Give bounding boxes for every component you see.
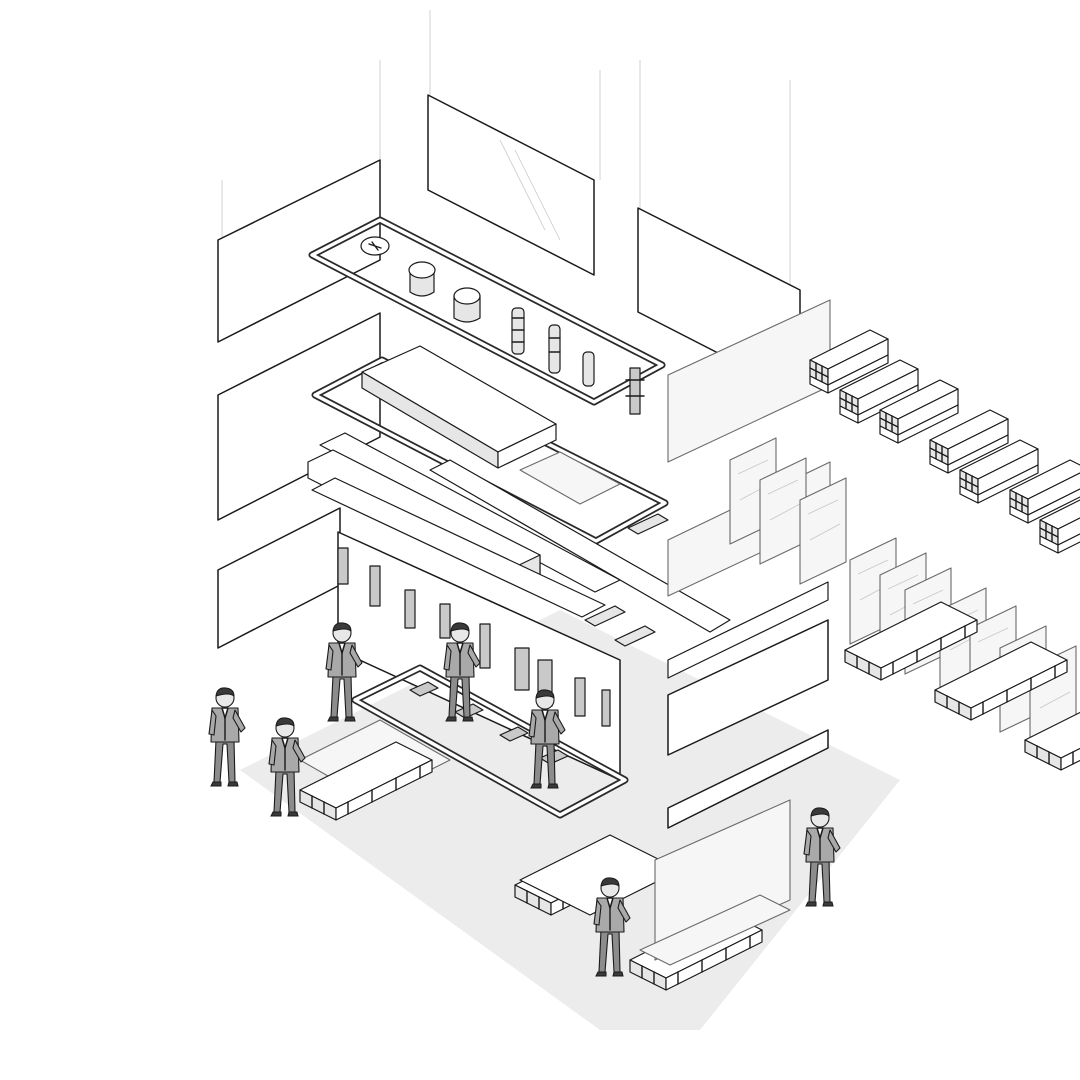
wall-panel: [667, 729, 829, 829]
hanging-wires: [221, 10, 791, 290]
worker: [208, 687, 246, 787]
brackets: [584, 513, 669, 647]
wall-panel: [217, 312, 381, 521]
aluminum-profiles: [307, 432, 829, 679]
countertop-slab: [361, 345, 621, 505]
back-panel: [427, 94, 595, 276]
wall-panel: [667, 619, 829, 756]
hardware-parts: [360, 236, 645, 415]
wall-panel: [217, 507, 341, 649]
wall-panel: [217, 159, 381, 343]
lumber-stacks: [809, 329, 1080, 554]
glass-pallets-front: [514, 799, 791, 991]
work-table: [299, 664, 629, 821]
